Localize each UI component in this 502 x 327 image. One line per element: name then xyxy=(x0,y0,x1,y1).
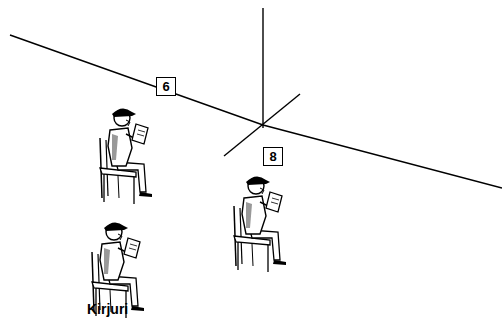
callout-number: 6 xyxy=(162,80,169,93)
seated-person xyxy=(100,108,152,204)
perspective-line xyxy=(10,35,502,188)
vertical-axis-line xyxy=(262,8,263,128)
callout-box: 6 xyxy=(156,77,176,96)
person-label: Kirjuri xyxy=(87,301,128,317)
cross-line xyxy=(224,94,300,156)
seated-person xyxy=(234,176,286,272)
callout-number: 8 xyxy=(269,150,276,163)
callout-box: 8 xyxy=(263,147,283,166)
